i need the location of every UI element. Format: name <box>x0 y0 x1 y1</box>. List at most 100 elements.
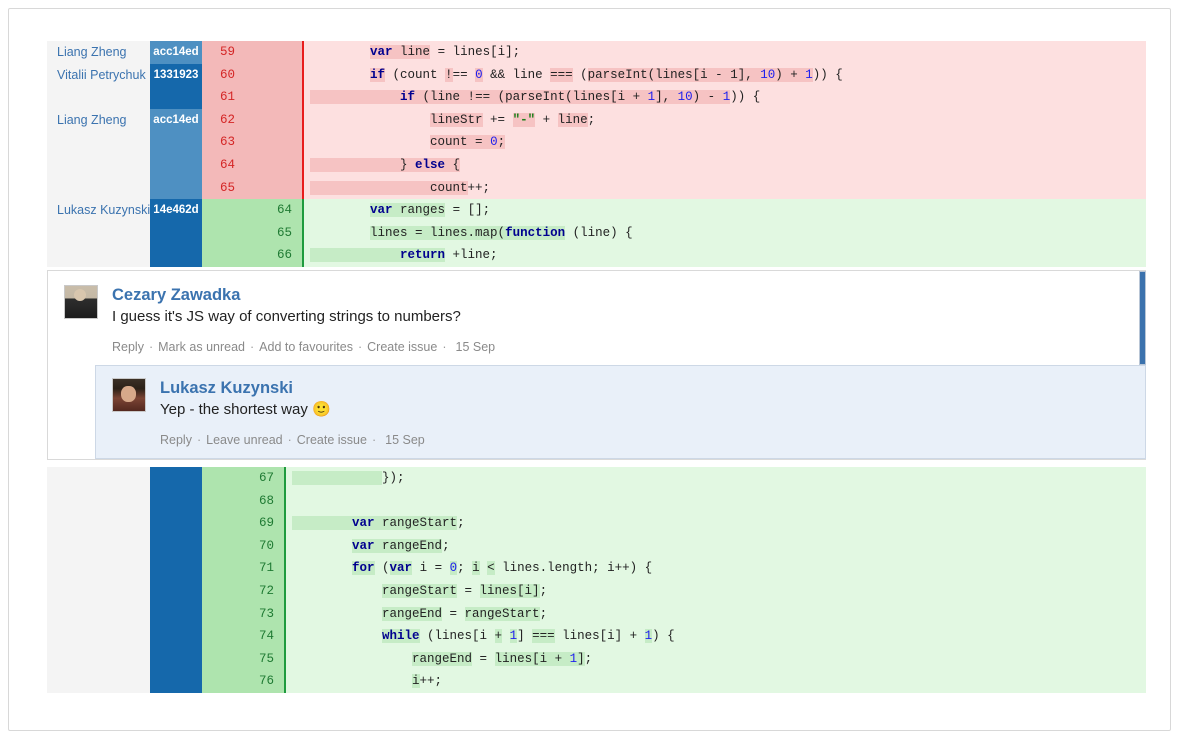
blame-commit-hash[interactable] <box>150 131 202 154</box>
code-line[interactable]: i++; <box>284 670 1146 693</box>
blame-commit-hash[interactable] <box>150 221 202 245</box>
code-line[interactable]: lineStr += "-" + line; <box>302 108 1146 132</box>
blame-author[interactable]: Vitalii Petrychuk <box>47 63 150 87</box>
blame-author[interactable] <box>47 221 150 245</box>
action-create-issue[interactable]: Create issue <box>367 340 438 354</box>
blame-commit-hash[interactable] <box>150 86 202 109</box>
line-number[interactable]: 72 <box>202 579 285 603</box>
line-number[interactable]: 74 <box>202 625 285 648</box>
diff-row[interactable]: 65 lines = lines.map(function (line) { <box>47 221 1146 245</box>
diff-row[interactable]: 67 }); <box>47 467 1146 490</box>
blame-commit-hash[interactable] <box>150 625 202 648</box>
blame-commit-hash[interactable] <box>150 670 202 693</box>
blame-commit-hash[interactable] <box>150 557 202 580</box>
blame-commit-hash[interactable] <box>150 602 202 626</box>
action-reply[interactable]: Reply <box>112 340 144 354</box>
diff-row[interactable]: 66 return +line; <box>47 244 1146 267</box>
reply-action-leave-unread[interactable]: Leave unread <box>206 433 283 447</box>
diff-row[interactable]: 63 count = 0; <box>47 131 1146 154</box>
code-line[interactable]: lines = lines.map(function (line) { <box>302 221 1146 245</box>
line-number[interactable]: 76 <box>202 670 285 693</box>
code-line[interactable]: var ranges = []; <box>302 199 1146 222</box>
code-line[interactable]: for (var i = 0; i < lines.length; i++) { <box>284 557 1146 580</box>
blame-author[interactable] <box>47 153 150 177</box>
code-line[interactable]: if (line !== (parseInt(lines[i + 1], 10)… <box>302 86 1146 109</box>
diff-row[interactable]: 75 rangeEnd = lines[i + 1]; <box>47 647 1146 671</box>
code-line[interactable]: if (count !== 0 && line === (parseInt(li… <box>302 63 1146 87</box>
line-number[interactable]: 61 <box>202 86 303 109</box>
code-line[interactable]: rangeStart = lines[i]; <box>284 579 1146 603</box>
blame-author[interactable] <box>47 557 150 580</box>
blame-author[interactable] <box>47 176 150 200</box>
blame-author[interactable] <box>47 467 150 490</box>
blame-author[interactable] <box>47 579 150 603</box>
blame-author[interactable]: Liang Zheng <box>47 108 150 132</box>
line-number[interactable]: 71 <box>202 557 285 580</box>
code-line[interactable]: rangeEnd = rangeStart; <box>284 602 1146 626</box>
code-line[interactable]: var rangeEnd; <box>284 534 1146 558</box>
line-number[interactable]: 65 <box>202 221 303 245</box>
action-add-to-favourites[interactable]: Add to favourites <box>259 340 353 354</box>
blame-commit-hash[interactable] <box>150 176 202 200</box>
code-line[interactable]: var rangeStart; <box>284 512 1146 535</box>
code-line[interactable]: } else { <box>302 153 1146 177</box>
line-number[interactable]: 64 <box>202 153 303 177</box>
line-number[interactable]: 67 <box>202 467 285 490</box>
line-number[interactable]: 65 <box>202 176 303 200</box>
diff-row[interactable]: 69 var rangeStart; <box>47 512 1146 535</box>
line-number[interactable]: 73 <box>202 602 285 626</box>
line-number[interactable]: 68 <box>202 489 285 513</box>
line-number[interactable]: 59 <box>202 41 303 64</box>
blame-author[interactable] <box>47 625 150 648</box>
diff-row[interactable]: 70 var rangeEnd; <box>47 534 1146 558</box>
reply-author-name[interactable]: Lukasz Kuzynski <box>160 379 293 397</box>
diff-row[interactable]: 72 rangeStart = lines[i]; <box>47 579 1146 603</box>
diff-row[interactable]: 76 i++; <box>47 670 1146 693</box>
diff-row[interactable]: 74 while (lines[i + 1] === lines[i] + 1)… <box>47 625 1146 648</box>
line-number[interactable]: 75 <box>202 647 285 671</box>
blame-commit-hash[interactable] <box>150 467 202 490</box>
blame-author[interactable] <box>47 512 150 535</box>
blame-commit-hash[interactable] <box>150 534 202 558</box>
blame-author[interactable] <box>47 86 150 109</box>
diff-row[interactable]: 73 rangeEnd = rangeStart; <box>47 602 1146 626</box>
code-line[interactable] <box>284 489 1146 513</box>
blame-author[interactable] <box>47 602 150 626</box>
line-number[interactable]: 69 <box>202 512 285 535</box>
blame-commit-hash[interactable]: 1331923 <box>150 63 202 87</box>
reply-action-create-issue[interactable]: Create issue <box>296 433 367 447</box>
blame-author[interactable] <box>47 670 150 693</box>
line-number[interactable]: 63 <box>202 131 303 154</box>
blame-commit-hash[interactable] <box>150 512 202 535</box>
diff-row[interactable]: 65 count++; <box>47 176 1146 200</box>
blame-commit-hash[interactable] <box>150 244 202 267</box>
blame-commit-hash[interactable] <box>150 489 202 513</box>
diff-row[interactable]: 64 } else { <box>47 153 1146 177</box>
line-number[interactable]: 66 <box>202 244 303 267</box>
line-number[interactable]: 70 <box>202 534 285 558</box>
blame-commit-hash[interactable]: 14e462d <box>150 199 202 222</box>
blame-author[interactable] <box>47 244 150 267</box>
reply-action-reply[interactable]: Reply <box>160 433 192 447</box>
code-line[interactable]: rangeEnd = lines[i + 1]; <box>284 647 1146 671</box>
diff-row[interactable]: 68 <box>47 489 1146 513</box>
code-line[interactable]: count++; <box>302 176 1146 200</box>
blame-author[interactable] <box>47 647 150 671</box>
blame-commit-hash[interactable]: acc14ed <box>150 108 202 132</box>
blame-commit-hash[interactable] <box>150 579 202 603</box>
diff-row[interactable]: 61 if (line !== (parseInt(lines[i + 1], … <box>47 86 1146 109</box>
line-number[interactable]: 60 <box>202 63 303 87</box>
blame-author[interactable] <box>47 489 150 513</box>
blame-author[interactable] <box>47 131 150 154</box>
diff-row[interactable]: 71 for (var i = 0; i < lines.length; i++… <box>47 557 1146 580</box>
code-line[interactable]: }); <box>284 467 1146 490</box>
action-mark-as-unread[interactable]: Mark as unread <box>158 340 245 354</box>
code-line[interactable]: var line = lines[i]; <box>302 41 1146 64</box>
comment-author-name[interactable]: Cezary Zawadka <box>112 286 241 304</box>
line-number[interactable]: 62 <box>202 108 303 132</box>
line-number[interactable]: 64 <box>202 199 303 222</box>
